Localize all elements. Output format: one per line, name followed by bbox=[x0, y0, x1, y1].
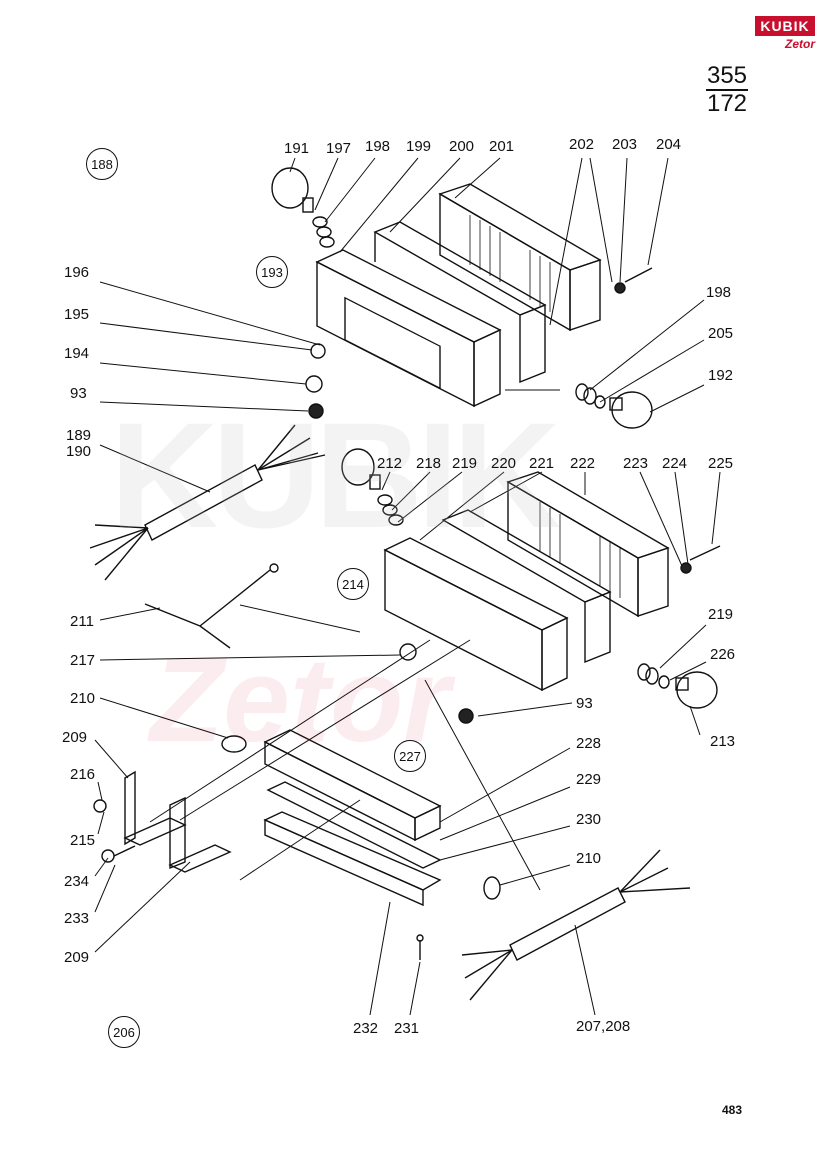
bulb-icon bbox=[221, 735, 501, 900]
part-label: 234 bbox=[64, 873, 90, 890]
part-label: 93 bbox=[576, 695, 593, 712]
upper-lamp-housing bbox=[315, 249, 502, 408]
part-label: 200 bbox=[449, 138, 475, 155]
part-label: 189 bbox=[66, 427, 92, 444]
logo-text: KUBIK bbox=[755, 16, 815, 36]
part-label: 204 bbox=[656, 136, 682, 153]
reference-divider bbox=[706, 89, 748, 91]
screw-icon bbox=[416, 934, 424, 960]
group-ref-227: 227 bbox=[394, 740, 426, 772]
wiring-harness bbox=[461, 849, 691, 1001]
part-label: 233 bbox=[64, 910, 90, 927]
part-label: 220 bbox=[491, 455, 517, 472]
watermark-kubik: KUBIK bbox=[110, 391, 561, 559]
reference-top: 355 bbox=[706, 62, 748, 89]
part-label: 205 bbox=[708, 325, 734, 342]
part-label: 203 bbox=[612, 136, 638, 153]
logo-sub: Zetor bbox=[785, 37, 815, 51]
part-label: 195 bbox=[64, 306, 90, 323]
part-label: 213 bbox=[710, 733, 736, 750]
spring-icon bbox=[312, 216, 606, 409]
spring-icon bbox=[377, 494, 670, 689]
group-ref-206: 206 bbox=[108, 1016, 140, 1048]
part-label: 209 bbox=[64, 949, 90, 966]
part-label: 210 bbox=[70, 690, 96, 707]
group-ref-214: 214 bbox=[337, 568, 369, 600]
group-ref-188: 188 bbox=[86, 148, 118, 180]
part-label: 192 bbox=[708, 367, 734, 384]
part-label: 226 bbox=[710, 646, 736, 663]
watermark-zetor: Zetor bbox=[150, 633, 450, 767]
part-label: 191 bbox=[284, 140, 310, 157]
part-label: 210 bbox=[576, 850, 602, 867]
part-label: 190 bbox=[66, 443, 92, 460]
mounting-bracket bbox=[123, 770, 232, 873]
upper-lamp-gasket bbox=[373, 221, 547, 384]
part-label: 219 bbox=[708, 606, 734, 623]
plate-lamp-gasket bbox=[263, 781, 442, 907]
part-label: 207,208 bbox=[576, 1018, 631, 1035]
part-label: 194 bbox=[64, 345, 90, 362]
part-label: 211 bbox=[70, 613, 94, 630]
nut-icon bbox=[399, 545, 721, 724]
upper-lamp-lens bbox=[438, 183, 602, 332]
part-label: 221 bbox=[529, 455, 555, 472]
bolt-icon bbox=[93, 799, 136, 863]
part-label: 216 bbox=[70, 766, 96, 783]
part-label: 198 bbox=[706, 284, 732, 301]
lower-lamp-lens bbox=[506, 471, 670, 618]
plate-lamp-body bbox=[263, 729, 442, 842]
wiring-harness bbox=[89, 424, 326, 581]
part-label: 229 bbox=[576, 771, 602, 788]
leader-lines bbox=[94, 157, 721, 1016]
part-label: 219 bbox=[452, 455, 478, 472]
page-number: 483 bbox=[721, 1103, 742, 1117]
kubik-zetor-logo: KUBIK Zetor bbox=[755, 16, 815, 56]
part-label: 217 bbox=[70, 652, 96, 669]
part-label: 223 bbox=[623, 455, 649, 472]
bulb-icon bbox=[609, 391, 653, 429]
part-label: 201 bbox=[489, 138, 515, 155]
bulb-icon bbox=[341, 448, 718, 709]
part-label: 199 bbox=[406, 138, 432, 155]
part-label: 222 bbox=[570, 455, 596, 472]
part-label: 230 bbox=[576, 811, 602, 828]
part-label: 225 bbox=[708, 455, 734, 472]
reference-number: 355 172 bbox=[706, 64, 748, 116]
part-label: 196 bbox=[64, 264, 90, 281]
part-label: 232 bbox=[353, 1020, 379, 1037]
lower-lamp-housing bbox=[383, 537, 569, 692]
group-ref-193: 193 bbox=[256, 256, 288, 288]
part-label: 231 bbox=[394, 1020, 420, 1037]
part-label: 209 bbox=[62, 729, 88, 746]
reference-bottom: 172 bbox=[706, 90, 748, 117]
part-label: 228 bbox=[576, 735, 602, 752]
part-label: 212 bbox=[377, 455, 403, 472]
wiring-harness-small bbox=[144, 563, 279, 649]
part-label: 197 bbox=[326, 140, 352, 157]
part-label: 215 bbox=[70, 832, 96, 849]
part-label: 218 bbox=[416, 455, 442, 472]
bulb-icon bbox=[271, 167, 314, 213]
part-label: 93 bbox=[70, 385, 87, 402]
part-label: 202 bbox=[569, 136, 595, 153]
part-label: 198 bbox=[365, 138, 391, 155]
part-label: 224 bbox=[662, 455, 688, 472]
